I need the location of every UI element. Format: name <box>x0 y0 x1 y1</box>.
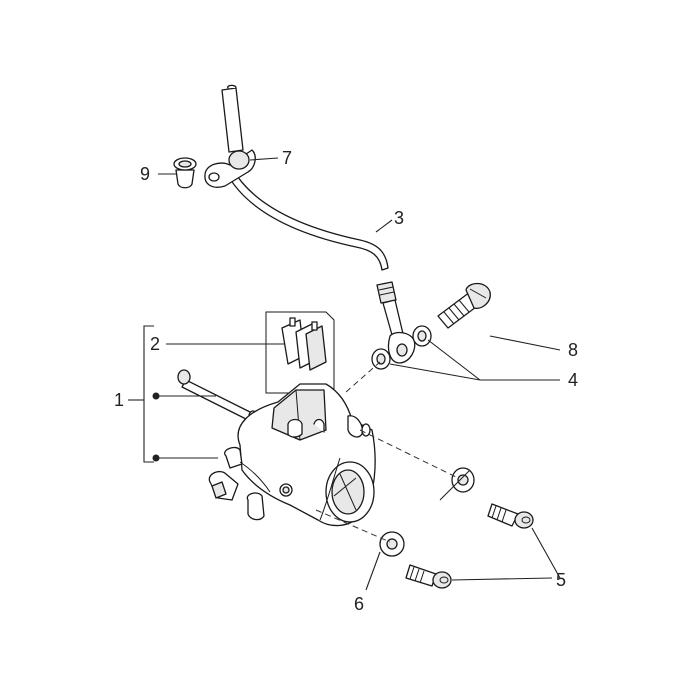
body-bullet <box>152 454 160 462</box>
assembly-lines <box>315 361 459 543</box>
callout-9: 9 <box>140 164 150 184</box>
caliper-bolt-lower <box>405 564 452 589</box>
callout-6: 6 <box>354 594 364 614</box>
leader-lines <box>128 157 561 591</box>
pad-pin <box>177 369 258 422</box>
banjo-bolt <box>437 282 491 329</box>
callout-8: 8 <box>568 340 578 360</box>
hose-clip <box>204 149 256 188</box>
bushing <box>173 157 197 189</box>
washer-upper <box>451 467 475 493</box>
callout-7: 7 <box>282 148 292 168</box>
callout-4: 4 <box>568 370 578 390</box>
caliper-bolt-upper <box>487 503 534 529</box>
copper-washer-right <box>412 325 432 347</box>
washer <box>379 531 405 557</box>
brake-hose <box>221 84 405 343</box>
copper-washer-left <box>371 348 391 370</box>
bleeder-valve <box>208 470 239 501</box>
callout-3: 3 <box>394 208 404 228</box>
callout-5: 5 <box>556 570 566 590</box>
pin-bullet <box>152 392 160 400</box>
caliper-body <box>224 383 376 527</box>
banjo-fitting <box>387 331 416 364</box>
callout-2: 2 <box>150 334 160 354</box>
brake-pads <box>265 311 335 394</box>
callout-1: 1 <box>114 390 124 410</box>
